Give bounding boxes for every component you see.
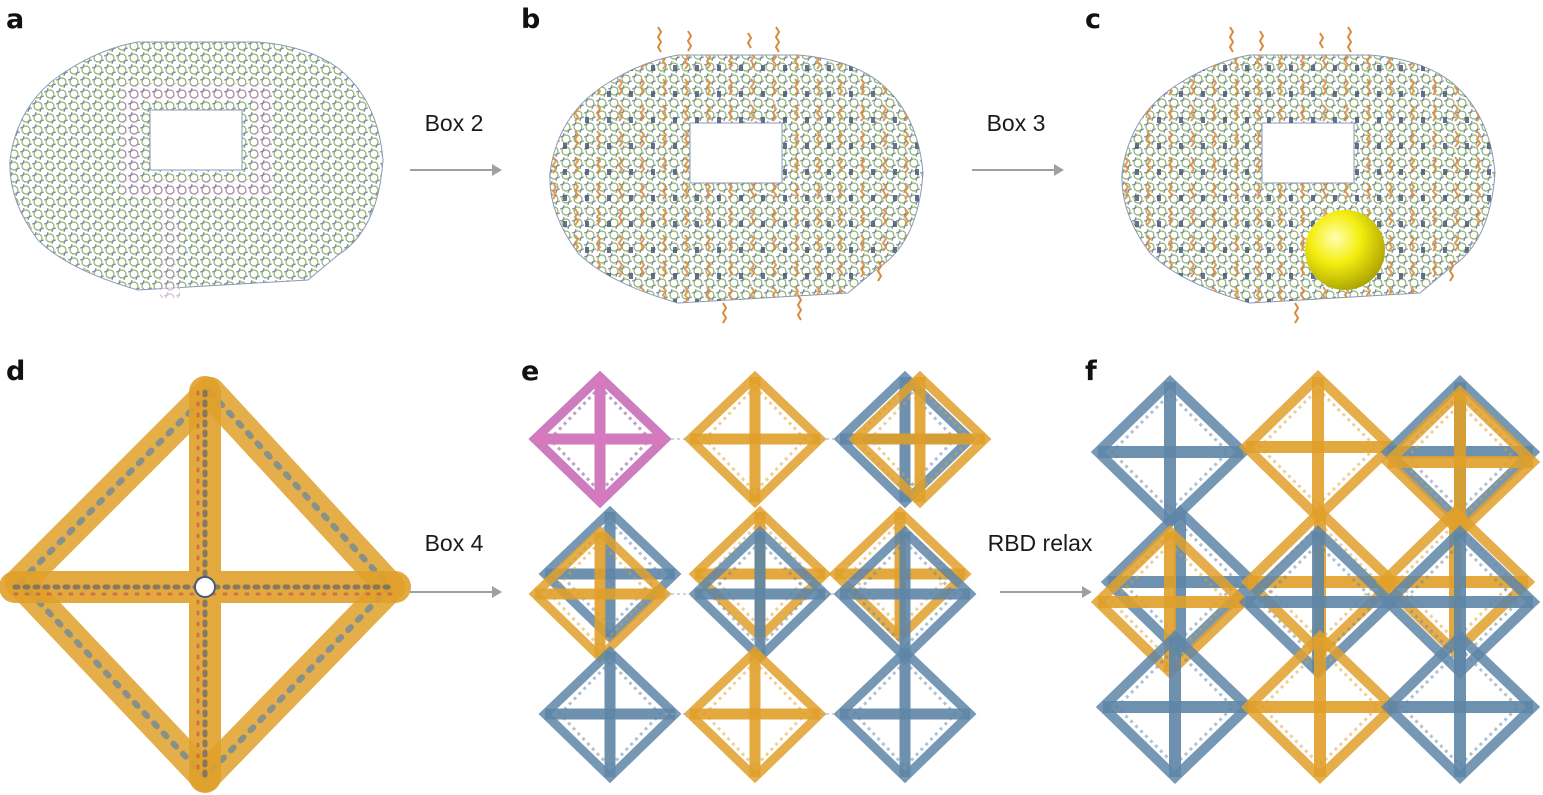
- lattice-row-bottom: [545, 652, 970, 777]
- panel-c-drawing: [1121, 26, 1496, 324]
- slab-purple-column: [160, 188, 180, 298]
- panel-f-drawing: [1098, 372, 1538, 782]
- panel-label-b: b: [521, 4, 541, 35]
- step-label-box-4: Box 4: [424, 530, 484, 556]
- panel-label-a: a: [6, 4, 25, 35]
- panel-label-f: f: [1085, 356, 1097, 387]
- dangling-staples: [656, 26, 883, 324]
- step-label-box-3: Box 3: [986, 110, 1046, 136]
- slab-purple-frame: [122, 84, 270, 196]
- panel-d-drawing: [0, 376, 411, 793]
- step-box-4: Box 4: [400, 530, 508, 557]
- arrow-b-to-c: [972, 164, 1064, 176]
- panel-label-e: e: [521, 356, 540, 387]
- panel-f-relaxed-lattice: [1098, 372, 1538, 782]
- panel-label-d: d: [6, 356, 26, 387]
- panel-label-c: c: [1085, 4, 1102, 35]
- dangling-staples: [1228, 26, 1455, 324]
- step-box-2: Box 2: [400, 110, 508, 137]
- inter-unit-linkers: [665, 438, 840, 715]
- arrow-a-to-b: [410, 164, 502, 176]
- staple-overlay: [1121, 55, 1495, 303]
- step-label-box-2: Box 2: [424, 110, 484, 136]
- slab-body: [9, 41, 384, 291]
- arrow-d-to-e: [410, 586, 502, 598]
- panel-b-drawing: [549, 26, 924, 324]
- panel-b-origami-with-staples: [548, 25, 928, 330]
- highlighted-octahedron: [535, 377, 665, 502]
- panel-c-origami-with-particle: [1120, 25, 1500, 330]
- step-label-rbd-relax: RBD relax: [987, 530, 1093, 556]
- panel-e-drawing: [535, 372, 980, 782]
- panel-e-octahedron-lattice: [535, 372, 980, 782]
- arrow-e-to-f: [1000, 586, 1092, 598]
- panel-a-drawing: [9, 41, 384, 298]
- panel-d-octahedron: [0, 372, 411, 793]
- yellow-nanoparticle: [1305, 210, 1385, 290]
- panel-a-origami-slab: [8, 40, 393, 300]
- step-rbd-relax: RBD relax: [975, 530, 1105, 557]
- step-box-3: Box 3: [962, 110, 1070, 137]
- lattice-row-middle: [535, 512, 970, 657]
- octahedron-center: [194, 576, 216, 598]
- staple-overlay: [549, 55, 923, 303]
- relaxed-row-top: [1098, 377, 1533, 532]
